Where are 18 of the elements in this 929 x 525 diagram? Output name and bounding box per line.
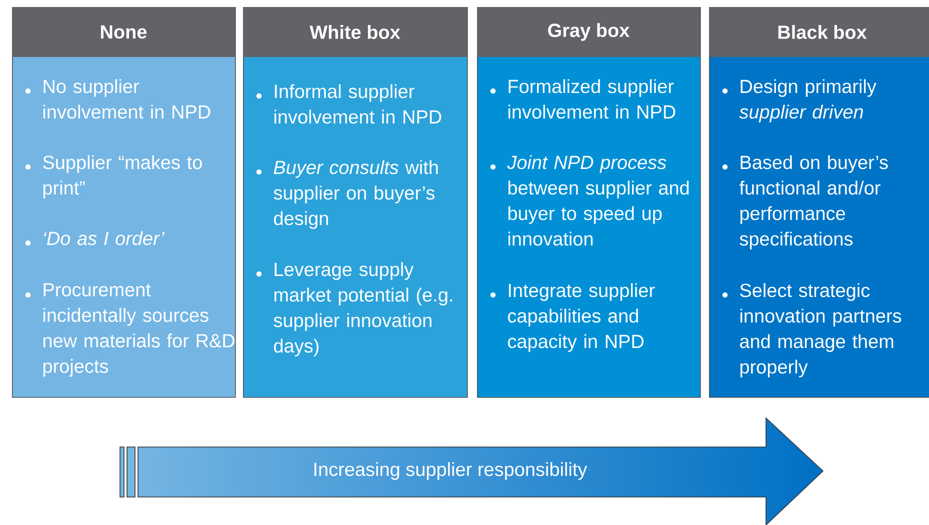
bullet-text: Procurement incidentally sources new materials for R&D projects [43,283,234,377]
bullet-text: Select strategic innovation partners and manage them properly [740,283,902,378]
bullet-text: ‘Do as I order’ [44,231,165,246]
bullet-text: Informal supplier involvement in NPD [274,84,442,124]
column-header: Gray box [477,7,700,57]
column-header: Black box [709,7,929,57]
bullet-text: Design primarily supplier driven [739,79,876,122]
bullet-text: Buyer consults with supplier on buyer’s design [274,160,438,229]
bullet-text: Leverage supply market potential (e.g. supplier innovation days) [274,262,452,356]
bullet-text: Based on buyer’s functional and/or performance specifications [739,155,888,250]
bullet-text: No supplier involvement in NPD [43,79,210,119]
bullet-text: Joint NPD process between supplier and buyer to speed up innovation [507,155,689,246]
bullet-text: Integrate supplier capabilities and capacity in NPD [508,283,655,352]
column-header: None [12,7,235,57]
column-header: White box [243,7,467,57]
arrow-banner: Increasing supplier responsibility [120,417,824,525]
bullet-text: Formalized supplier involvement in NPD [508,79,676,119]
bullet-text: Supplier “makes to print” [43,155,202,198]
